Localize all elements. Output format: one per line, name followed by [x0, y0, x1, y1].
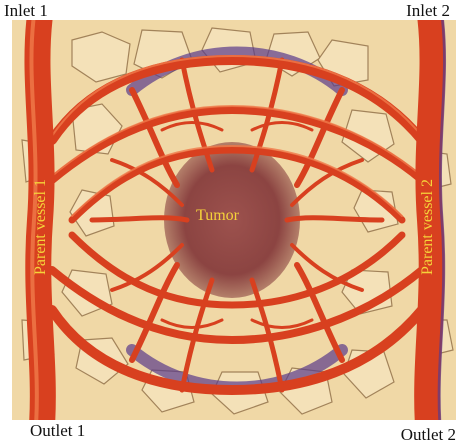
- outlet-1-label: Outlet 1: [30, 422, 85, 439]
- inlet-2-label: Inlet 2: [406, 2, 450, 19]
- inlet-1-label: Inlet 1: [4, 2, 48, 19]
- tumor-vasculature-illustration: Parent vessel 1 Parent vessel 2 Tumor: [12, 20, 456, 420]
- parent-vessel-1-label: Parent vessel 1: [32, 179, 49, 275]
- outlet-2-label: Outlet 2: [401, 426, 456, 443]
- tumor-label: Tumor: [196, 207, 240, 224]
- parent-vessel-2-label: Parent vessel 2: [419, 179, 436, 275]
